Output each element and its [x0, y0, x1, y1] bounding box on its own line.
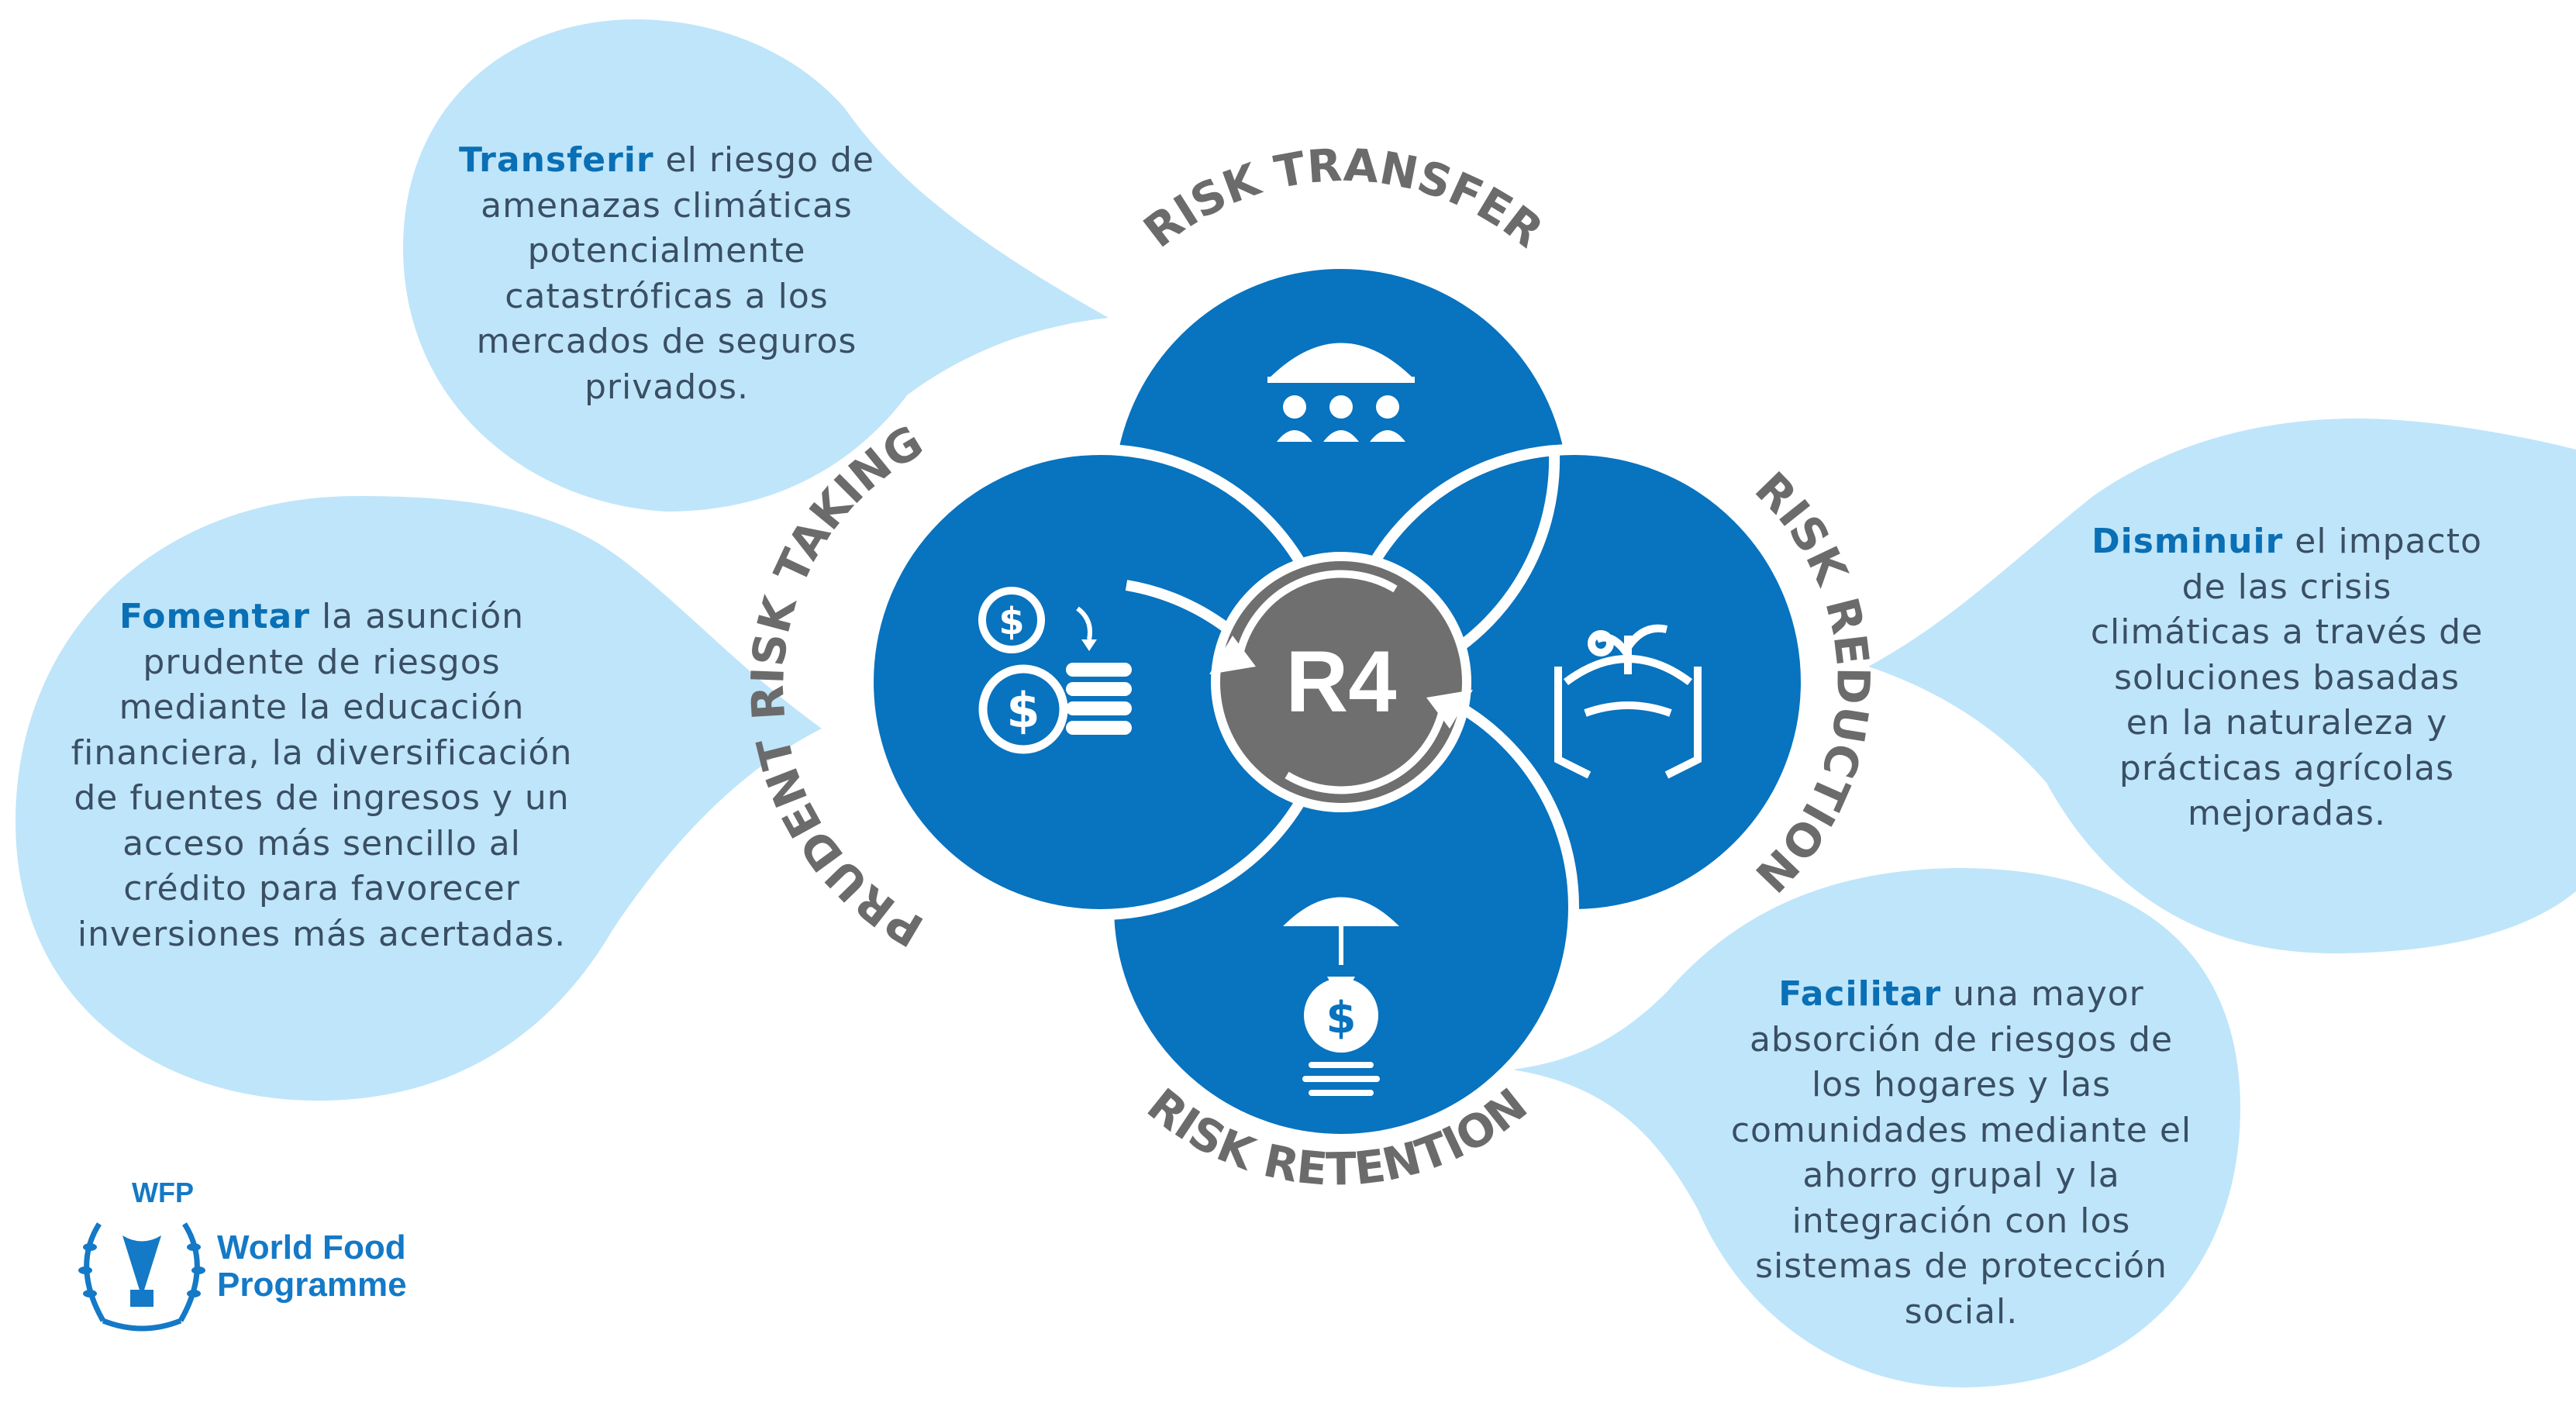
bubble-transfer	[403, 19, 1109, 512]
umbrella-moneybag-icon: $	[1283, 897, 1399, 1096]
bubble-reduction	[1868, 419, 2576, 953]
center-label: R4	[1285, 633, 1396, 730]
umbrella-people-icon	[1267, 343, 1415, 442]
bubble-retention	[1512, 868, 2240, 1387]
wreath-icon	[78, 1222, 205, 1332]
wfp-logo: WFP World Food Programme	[62, 1170, 419, 1341]
bubble-text-prudent: Fomentar la asunción prudente de riesgos…	[71, 597, 573, 954]
hands-plant-icon	[1554, 624, 1702, 779]
bubble-text-retention: Facilitar una mayor absorción de riesgos…	[1730, 974, 2192, 1332]
bubble-text-transfer: Transferir el riesgo de amenazas climáti…	[459, 140, 874, 407]
bubble-prudent	[16, 496, 822, 1101]
arc-label-transfer: RISK TRANSFER	[1134, 139, 1553, 258]
svg-text:$: $	[998, 600, 1024, 643]
svg-text:$: $	[1006, 682, 1040, 739]
svg-text:$: $	[1326, 993, 1357, 1043]
coins-icon: $ $	[978, 587, 1132, 754]
bubble-text-reduction: Disminuir el impacto de las crisis climá…	[2090, 522, 2484, 833]
center-circle	[1211, 552, 1471, 812]
wfp-name: World Food Programme	[217, 1229, 407, 1304]
wfp-abbr: WFP	[132, 1177, 194, 1208]
cycle-arrows-icon	[1236, 570, 1446, 794]
